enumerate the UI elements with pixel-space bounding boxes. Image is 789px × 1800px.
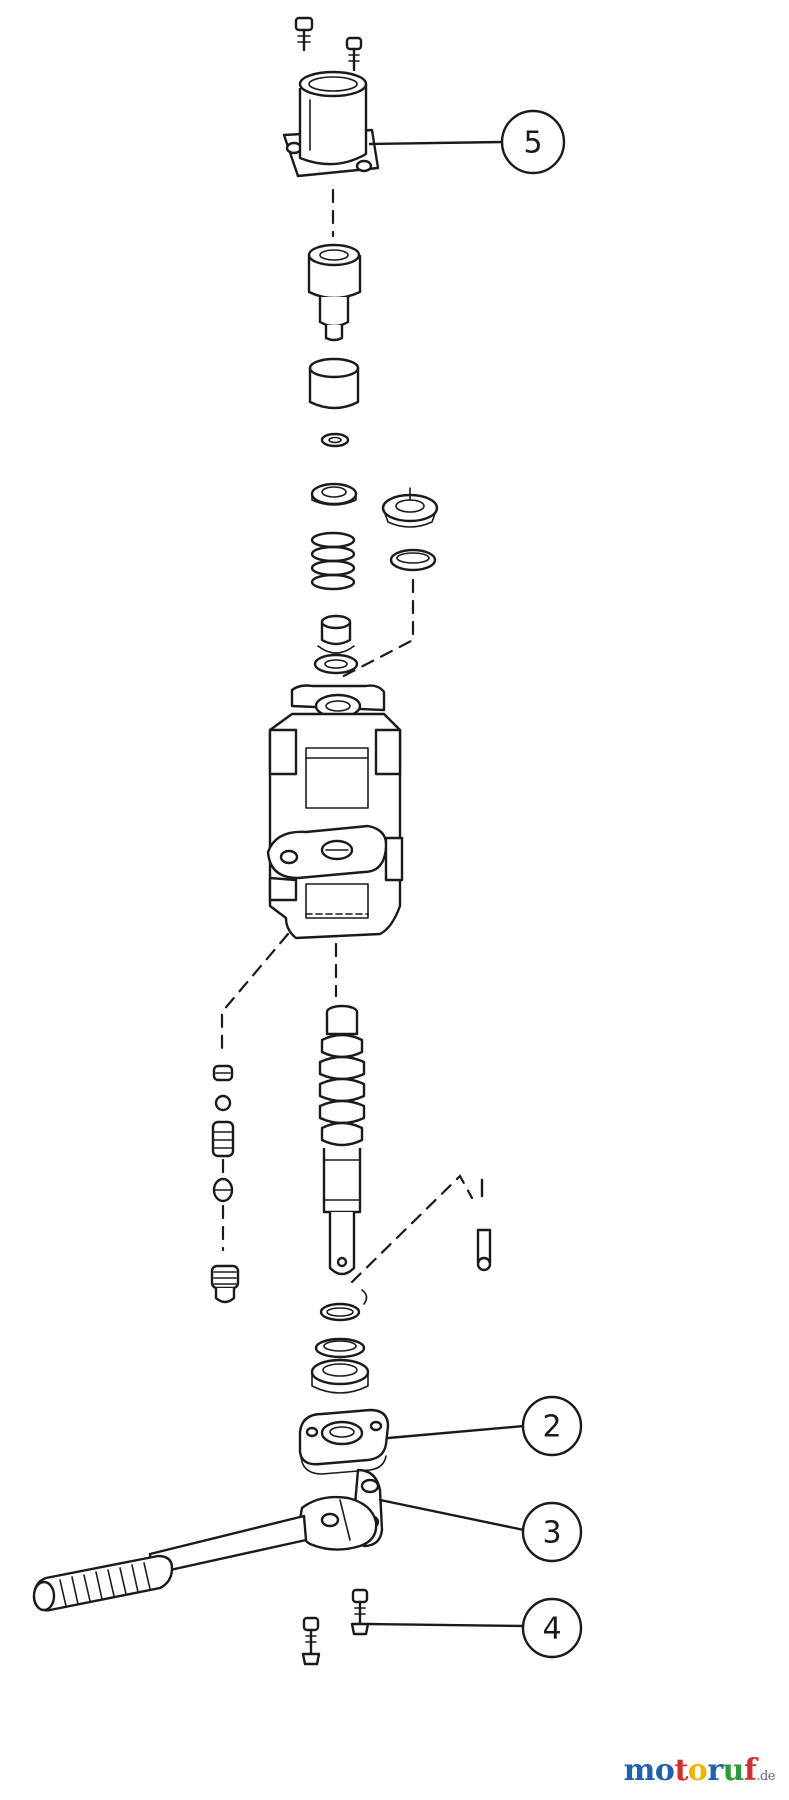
leader-line-3 [378, 1498, 526, 1532]
watermark-letter: u [722, 1753, 745, 1788]
sleeve [308, 357, 360, 410]
side-seal-ring [389, 548, 437, 572]
watermark-letter: t [674, 1753, 688, 1788]
watermark-letter: o [654, 1753, 675, 1788]
leader-line-4 [366, 1622, 526, 1628]
callout-5: 5 [500, 109, 566, 175]
fitting-ball [212, 1177, 234, 1203]
fitting-washer [214, 1094, 232, 1112]
watermark-letter: m [623, 1753, 656, 1788]
spring [310, 531, 356, 591]
valve-body [266, 684, 404, 940]
piston [307, 243, 362, 342]
top-screw-left [294, 16, 314, 52]
callout-3: 3 [521, 1501, 583, 1563]
side-plug-cap [381, 487, 439, 528]
fitting-nut-top [212, 1064, 234, 1082]
fitting-threaded-adapter [211, 1120, 235, 1158]
callout-label-3: 3 [542, 1516, 561, 1551]
watermark-letter: o [687, 1753, 708, 1788]
callout-label-4: 4 [542, 1612, 561, 1647]
lower-o-ring [319, 1302, 361, 1322]
callout-label-5: 5 [523, 126, 542, 161]
bottom-bolt-right [350, 1588, 370, 1636]
valve-seat-ring [313, 653, 359, 675]
valve-spool [318, 1004, 366, 1276]
bracket-flange-part-2 [298, 1408, 390, 1475]
watermark-text: motoruf [624, 1753, 757, 1788]
bottom-bolt-left [301, 1616, 321, 1666]
callout-4: 4 [521, 1597, 583, 1659]
cover-cap-part-5 [282, 70, 380, 178]
retaining-pin [476, 1178, 492, 1272]
motoruf-watermark: motoruf.de [624, 1753, 776, 1788]
small-o-ring [320, 432, 350, 448]
fitting-plug-bolt [210, 1264, 240, 1304]
leader-line-5 [368, 140, 504, 146]
watermark-letter: r [707, 1753, 723, 1788]
watermark-suffix: .de [756, 1769, 775, 1784]
top-screw-right [345, 36, 363, 72]
lower-seal [314, 1337, 366, 1359]
lower-gland [310, 1358, 370, 1394]
valve-poppet [317, 614, 355, 654]
lever-handle-part-3 [32, 1468, 384, 1612]
callout-label-2: 2 [542, 1410, 561, 1445]
leader-line-2 [386, 1424, 526, 1440]
spring-seat [310, 482, 358, 506]
watermark-letter: f [743, 1753, 757, 1788]
callout-2: 2 [521, 1395, 583, 1457]
